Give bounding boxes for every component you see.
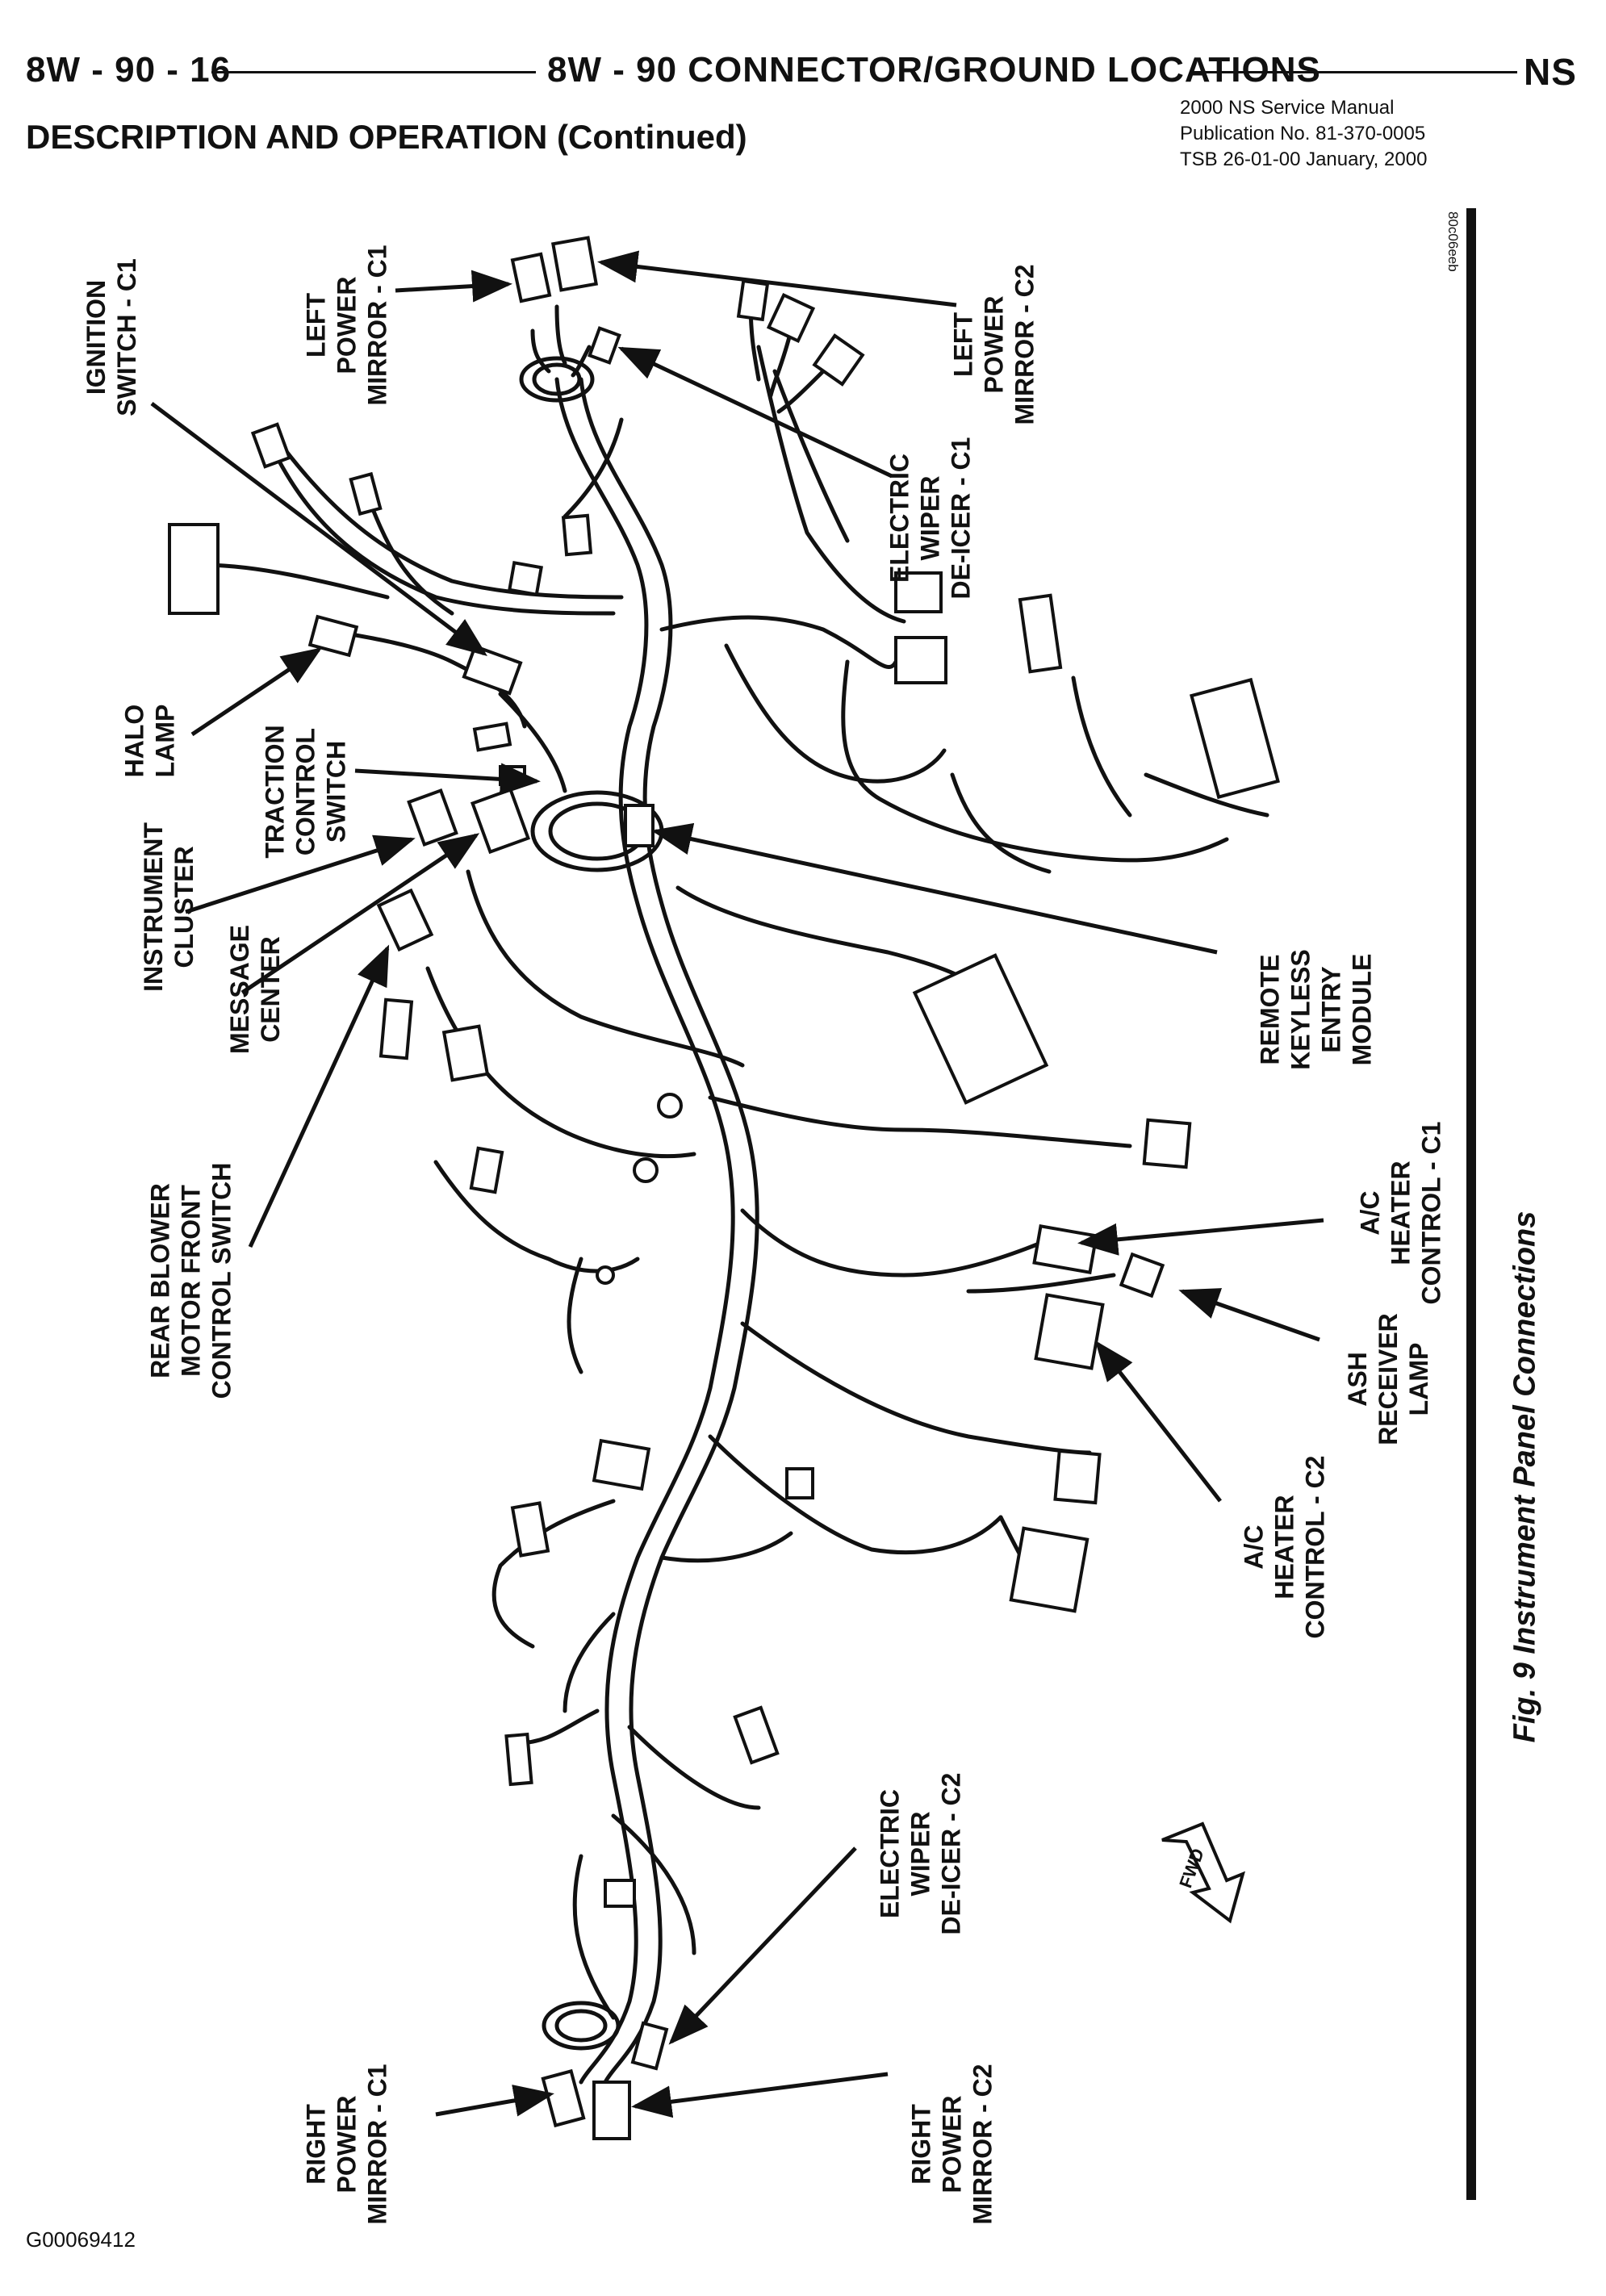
label-line: MIRROR - C2 [1010,264,1039,425]
label-line: RIGHT [906,2104,936,2185]
label-line: SWITCH - C1 [111,258,141,416]
label-line: CENTER [256,936,286,1043]
label-remote-keyless-entry-module: REMOTE KEYLESS ENTRY MODULE [1255,949,1378,1069]
label-line: IGNITION [81,279,111,395]
label-ignition-switch-c1: IGNITION SWITCH - C1 [81,258,142,416]
label-line: HALO [119,704,149,778]
label-line: RECEIVER [1373,1313,1403,1445]
label-line: ENTRY [1316,966,1346,1053]
publication-info: 2000 NS Service Manual Publication No. 8… [1180,95,1427,173]
label-line: ASH [1342,1352,1372,1407]
label-line: REAR BLOWER [145,1183,175,1378]
label-line: POWER [937,2095,967,2194]
label-ac-heater-control-c2: A/C HEATER CONTROL - C2 [1238,1456,1330,1639]
label-line: CLUSTER [169,846,199,968]
label-line: CONTROL SWITCH [207,1162,236,1399]
figure-border-bar [1466,208,1476,2200]
subheading: DESCRIPTION AND OPERATION (Continued) [26,118,747,156]
publication-line: 2000 NS Service Manual [1180,97,1395,119]
label-electric-wiper-deicer-c1: ELECTRIC WIPER DE-ICER - C1 [884,437,976,600]
header-rule-right [1193,71,1517,73]
publication-line: TSB 26-01-00 January, 2000 [1180,148,1428,170]
label-line: TRACTION [260,725,290,859]
label-line: DE-ICER - C1 [946,437,976,600]
label-line: KEYLESS [1286,949,1315,1070]
label-right-power-mirror-c1: RIGHT POWER MIRROR - C1 [301,2064,393,2224]
label-line: CONTROL - C1 [1416,1121,1446,1305]
label-line: MODULE [1347,953,1377,1066]
label-line: ELECTRIC [875,1789,905,1918]
label-instrument-cluster: INSTRUMENT CLUSTER [138,822,199,992]
label-line: LAMP [1403,1342,1433,1416]
label-line: CONTROL [291,727,320,856]
label-line: LEFT [301,293,331,358]
label-line: POWER [332,2095,362,2194]
fwd-arrow-icon [1161,1821,1245,1924]
label-message-center: MESSAGE CENTER [224,925,286,1054]
label-line: POWER [332,276,362,374]
label-line: HEATER [1386,1161,1416,1265]
label-ash-receiver-lamp: ASH RECEIVER LAMP [1342,1313,1434,1445]
label-left-power-mirror-c1: LEFT POWER MIRROR - C1 [301,245,393,405]
label-line: DE-ICER - C2 [936,1772,966,1935]
vehicle-code: NS [1524,51,1577,93]
label-right-power-mirror-c2: RIGHT POWER MIRROR - C2 [906,2064,998,2224]
label-line: REMOTE [1255,954,1285,1065]
label-line: CONTROL - C2 [1300,1455,1330,1639]
document-code: G00069412 [26,2227,136,2252]
figure-caption: Fig. 9 Instrument Panel Connections [1508,1211,1542,1743]
label-line: RIGHT [301,2104,331,2185]
label-line: MIRROR - C1 [362,245,392,406]
page-number: 8W - 90 - 16 [26,50,232,90]
header-rule-left [211,71,536,73]
label-line: POWER [979,295,1009,394]
label-line: INSTRUMENT [138,822,168,992]
label-line: MIRROR - C1 [362,2064,392,2225]
label-line: MIRROR - C2 [968,2064,997,2225]
label-left-power-mirror-c2: LEFT POWER MIRROR - C2 [948,264,1040,424]
section-title: 8W - 90 CONNECTOR/GROUND LOCATIONS [547,50,1321,90]
label-halo-lamp: HALO LAMP [119,705,180,778]
label-line: A/C [1355,1190,1385,1236]
label-line: ELECTRIC [885,454,914,583]
publication-line: Publication No. 81-370-0005 [1180,123,1426,144]
label-line: MOTOR FRONT [176,1185,206,1377]
label-line: SWITCH [321,740,351,843]
label-electric-wiper-deicer-c2: ELECTRIC WIPER DE-ICER - C2 [874,1773,966,1935]
label-line: WIPER [915,475,945,561]
label-line: HEATER [1269,1495,1299,1600]
label-line: WIPER [905,1811,935,1897]
label-ac-heater-control-c1: A/C HEATER CONTROL - C1 [1354,1122,1446,1305]
label-line: LAMP [150,704,180,778]
label-line: A/C [1239,1524,1269,1570]
label-line: MESSAGE [225,924,255,1055]
label-line: LEFT [948,312,978,377]
label-rear-blower-motor-front-control-switch: REAR BLOWER MOTOR FRONT CONTROL SWITCH [144,1163,236,1399]
label-traction-control-switch: TRACTION CONTROL SWITCH [260,725,352,858]
